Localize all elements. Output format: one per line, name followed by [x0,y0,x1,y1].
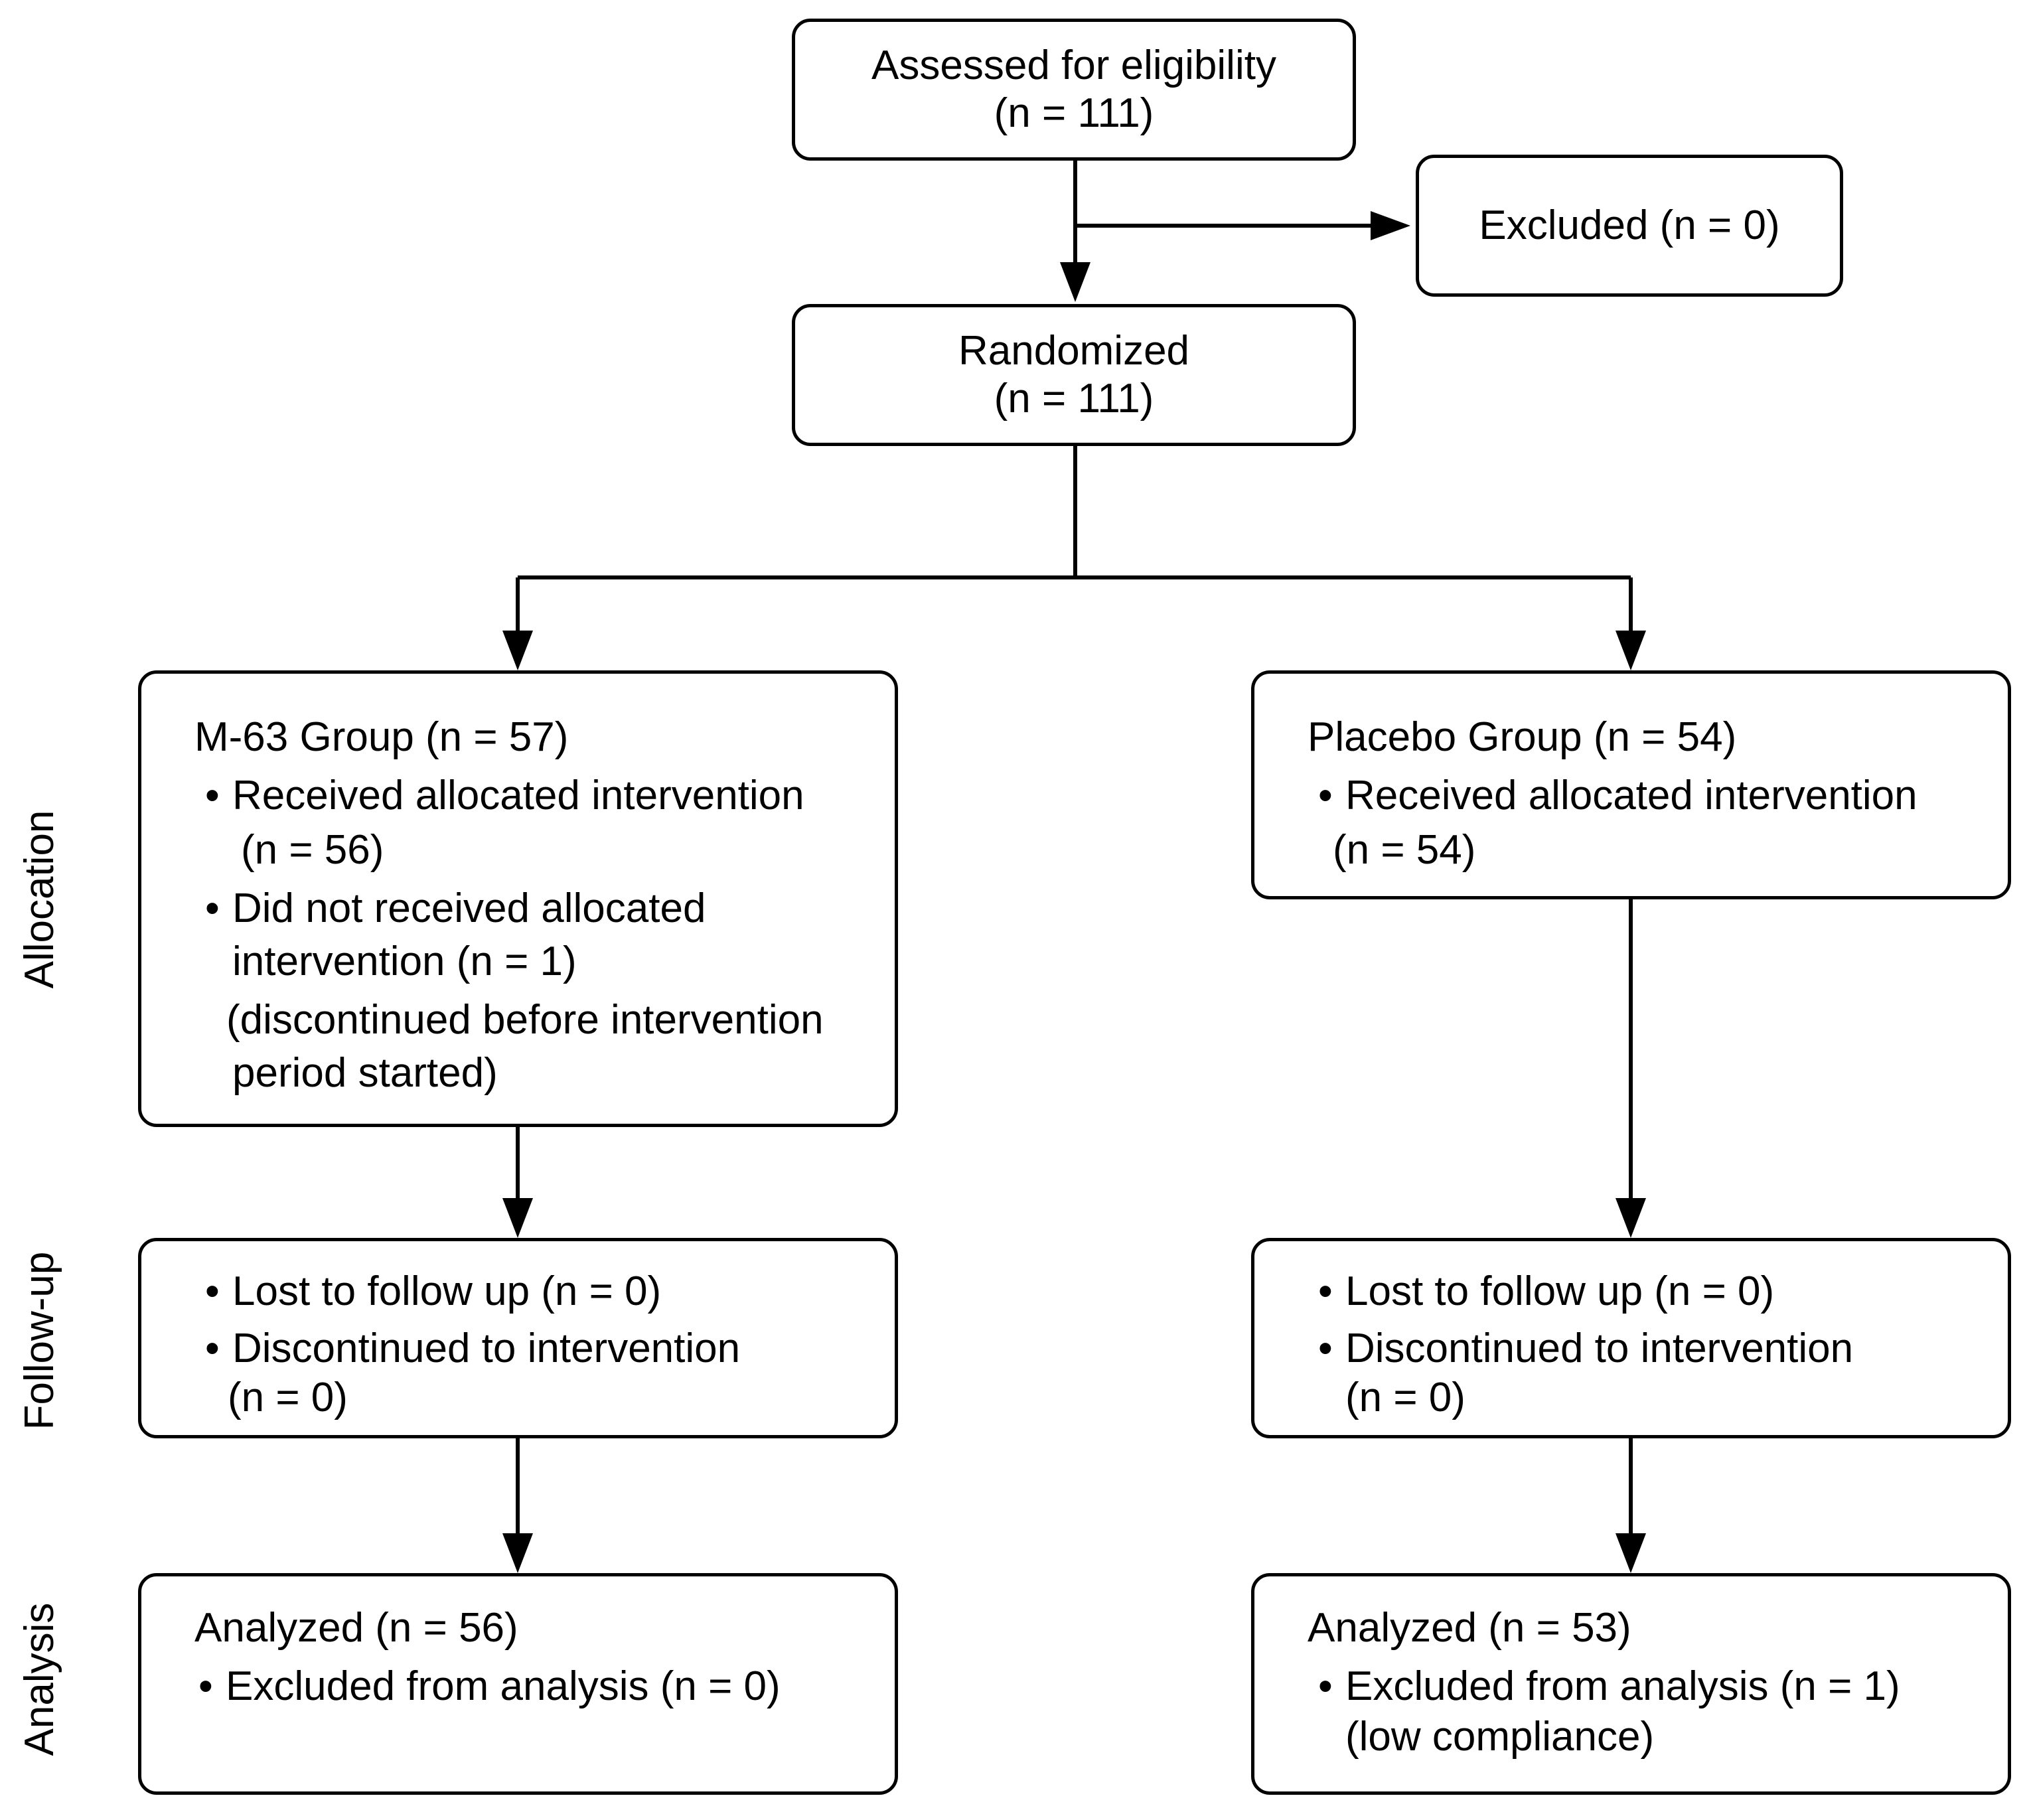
arrowhead-m63 [502,631,533,670]
assessed-label: Assessed for eligibility [871,42,1276,88]
randomized-box: Randomized (n = 111) [792,304,1356,446]
placebo-discontinued-label: Discontinued to intervention [1345,1326,1854,1371]
excluded-box: Excluded (n = 0) [1416,155,1843,297]
bullet: • [205,1268,220,1314]
m63-discontinued-label: Discontinued to intervention [232,1326,741,1371]
placebo-followup-box: • Lost to follow up (n = 0) • Discontinu… [1251,1238,2011,1438]
placebo-received-count: (n = 54) [1333,827,1476,873]
assessed-count: (n = 111) [994,90,1154,136]
randomized-count: (n = 111) [994,376,1154,421]
m63-allocation-box: M-63 Group (n = 57) • Received allocated… [138,670,898,1127]
bullet: • [205,1326,220,1371]
stage-label-allocation: Allocation [17,810,62,989]
m63-analysis-box: Analyzed (n = 56) • Excluded from analys… [138,1573,898,1795]
m63-excluded-analysis: Excluded from analysis (n = 0) [226,1663,781,1709]
arrowhead-randomized [1060,262,1090,302]
bullet: • [205,773,220,818]
arrowhead-placebo-analysis [1616,1533,1646,1573]
m63-received-count: (n = 56) [241,827,384,873]
placebo-discontinued-count: (n = 0) [1345,1375,1465,1420]
bullet: • [1318,773,1333,818]
arrowhead-m63-analysis [502,1533,533,1573]
bullet: • [1318,1268,1333,1314]
arrowhead-excluded [1371,211,1410,240]
stage-label-followup: Follow-up [17,1251,62,1430]
m63-not-received-reason-cont: period started) [232,1050,498,1096]
placebo-excluded-reason: (low compliance) [1345,1714,1655,1760]
assessed-box: Assessed for eligibility (n = 111) [792,19,1356,161]
placebo-lost-followup: Lost to follow up (n = 0) [1345,1268,1775,1314]
arrowhead-placebo-followup [1616,1198,1646,1238]
m63-followup-box: • Lost to follow up (n = 0) • Discontinu… [138,1238,898,1438]
bullet: • [205,885,220,931]
placebo-allocation-box: Placebo Group (n = 54) • Received alloca… [1251,670,2011,899]
stage-label-analysis: Analysis [17,1602,62,1756]
arrowhead-placebo [1616,631,1646,670]
arrowhead-m63-followup [502,1198,533,1238]
randomized-label: Randomized [958,328,1190,374]
m63-lost-followup: Lost to follow up (n = 0) [232,1268,662,1314]
m63-not-received-label: Did not received allocated [232,885,706,931]
placebo-excluded-analysis: Excluded from analysis (n = 1) [1345,1663,1900,1709]
m63-group-title: M-63 Group (n = 57) [194,714,569,760]
bullet: • [1318,1663,1333,1709]
bullet: • [198,1663,213,1709]
placebo-group-title: Placebo Group (n = 54) [1308,714,1737,760]
m63-not-received-reason: (discontinued before intervention [226,997,824,1043]
excluded-label: Excluded (n = 0) [1479,202,1780,248]
m63-analyzed-title: Analyzed (n = 56) [194,1605,518,1651]
placebo-received-label: Received allocated intervention [1345,773,1917,818]
m63-discontinued-count: (n = 0) [228,1375,348,1420]
m63-not-received-count: intervention (n = 1) [232,939,577,984]
placebo-analysis-box: Analyzed (n = 53) • Excluded from analys… [1251,1573,2011,1795]
m63-received-label: Received allocated intervention [232,773,804,818]
placebo-analyzed-title: Analyzed (n = 53) [1308,1605,1631,1651]
bullet: • [1318,1326,1333,1371]
